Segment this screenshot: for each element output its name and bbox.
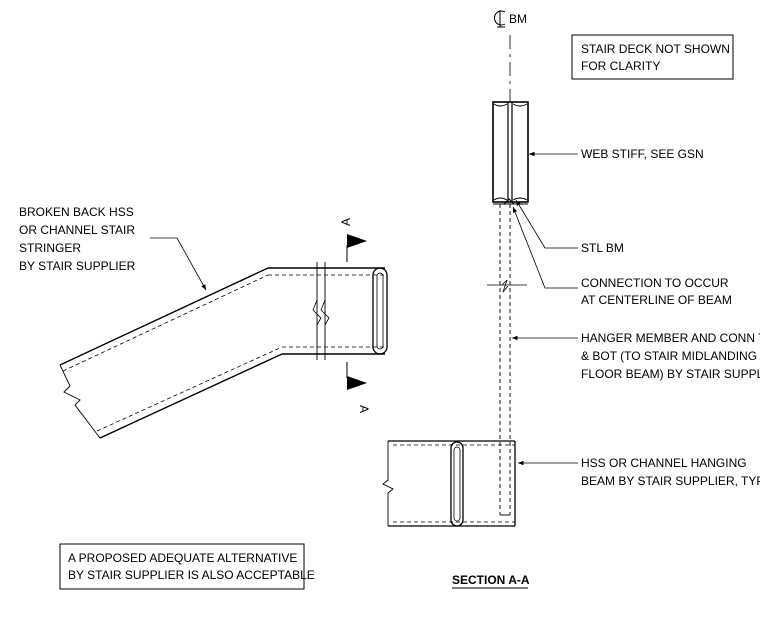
alternative-note-line-1: A PROPOSED ADEQUATE ALTERNATIVE — [68, 551, 297, 565]
leader-stl-bm — [515, 199, 578, 249]
hanger-member — [487, 204, 527, 516]
stair-deck-note-line-1: STAIR DECK NOT SHOWN — [581, 42, 730, 56]
stair-stringer — [59, 262, 388, 439]
hanging-beam — [382, 440, 516, 527]
leader-connection — [512, 206, 578, 289]
connection-label-line-1: CONNECTION TO OCCUR — [581, 276, 729, 290]
web-stiff-label: WEB STIFF, SEE GSN — [581, 147, 704, 161]
section-mark-top-letter: A — [339, 218, 353, 226]
steel-beam-section — [492, 101, 529, 205]
stair-deck-note-box — [571, 34, 734, 80]
centerline-symbol — [493, 10, 506, 28]
section-cut-mark-top — [346, 234, 367, 262]
broken-back-label-line-2: OR CHANNEL STAIR — [19, 223, 135, 237]
broken-back-label-line-4: BY STAIR SUPPLIER — [19, 259, 136, 273]
alternative-note-box — [59, 543, 305, 590]
alternative-note-line-2: BY STAIR SUPPLIER IS ALSO ACCEPTABLE — [68, 568, 315, 582]
centerline-label: BM — [509, 12, 527, 26]
stair-deck-note-line-2: FOR CLARITY — [581, 59, 660, 73]
section-mark-bottom-letter: A — [357, 405, 371, 413]
connection-label-line-2: AT CENTERLINE OF BEAM — [581, 293, 732, 307]
hanger-label-line-3: FLOOR BEAM) BY STAIR SUPPLIE — [581, 367, 760, 381]
hanger-label-line-2: & BOT (TO STAIR MIDLANDING AN — [581, 349, 760, 363]
section-cut-mark-bottom — [346, 362, 367, 390]
section-title: SECTION A-A — [452, 573, 530, 587]
stl-bm-label: STL BM — [581, 241, 624, 255]
broken-back-label-line-3: STRINGER — [19, 241, 81, 255]
hss-hanging-label-line-1: HSS OR CHANNEL HANGING — [581, 456, 747, 470]
broken-back-label-line-1: BROKEN BACK HSS — [19, 205, 134, 219]
hss-hanging-label-line-2: BEAM BY STAIR SUPPLIER, TYP — [581, 474, 760, 488]
hanger-label-line-1: HANGER MEMBER AND CONN TO — [581, 331, 760, 345]
leader-broken-back — [150, 237, 207, 291]
